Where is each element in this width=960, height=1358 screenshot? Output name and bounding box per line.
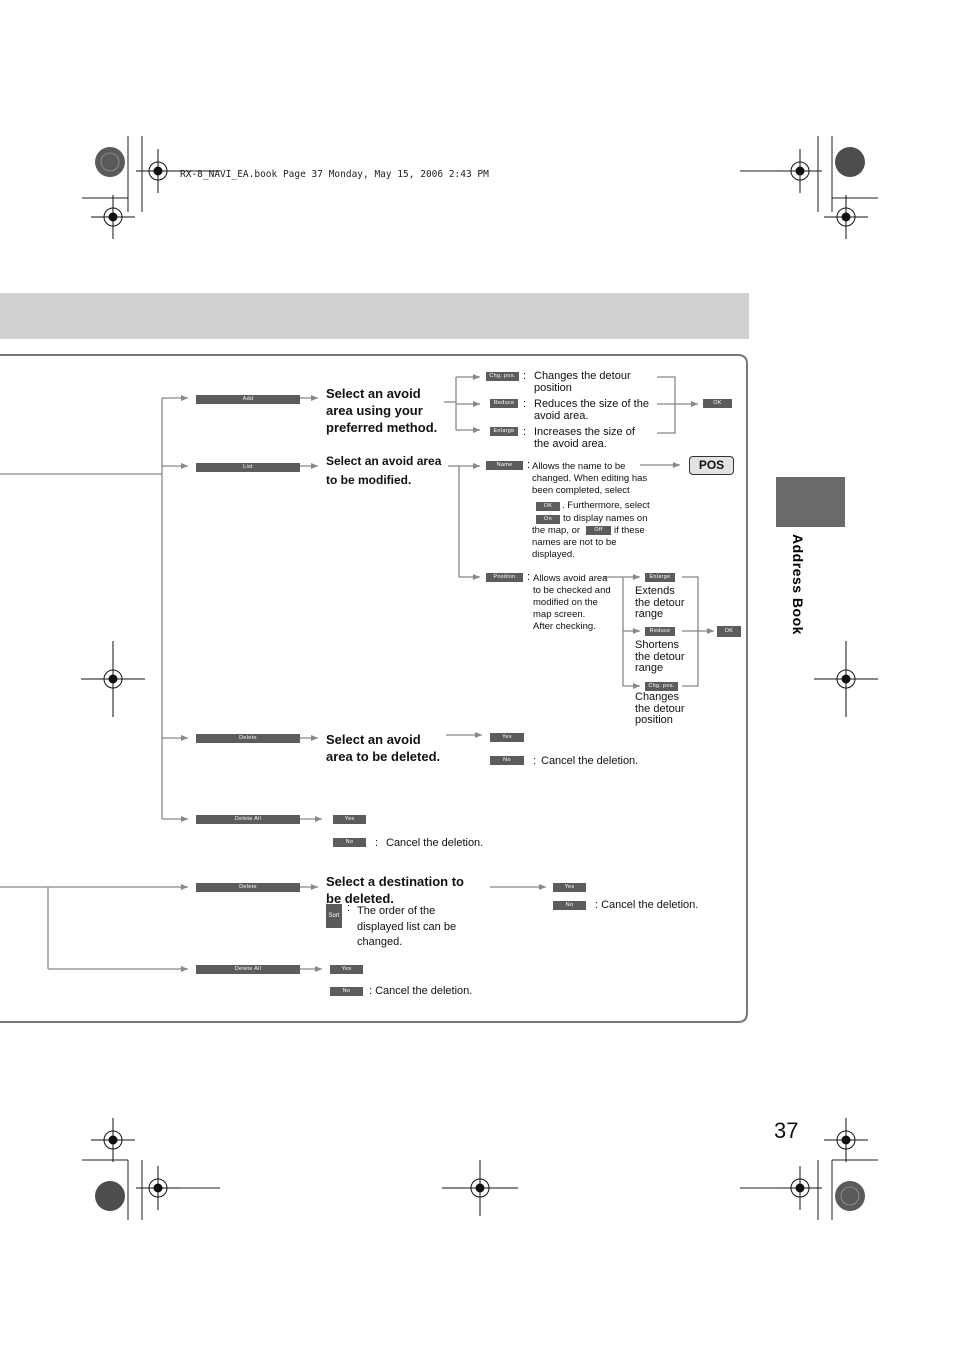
name-description-2: . Furthermore, select bbox=[562, 500, 650, 511]
colon: : bbox=[527, 571, 531, 583]
pos-button[interactable]: POS bbox=[689, 456, 734, 475]
name-description-1: Allows the name to be changed. When edit… bbox=[532, 461, 648, 496]
reduce-sub-description: Shortens the detour range bbox=[635, 639, 685, 674]
enlarge-button[interactable]: Enlarge bbox=[490, 427, 518, 436]
page-number: 37 bbox=[774, 1118, 799, 1143]
colon: : bbox=[533, 755, 537, 767]
colon: : bbox=[523, 426, 527, 438]
name-description-5: if these bbox=[614, 525, 645, 536]
crop-marks bbox=[82, 136, 878, 1220]
yes-button[interactable]: Yes bbox=[330, 965, 363, 974]
sort-description: The order of the displayed list can be c… bbox=[357, 905, 457, 948]
list-heading: Select an avoid area to be modified. bbox=[326, 454, 442, 487]
name-description-3: to display names on bbox=[563, 513, 648, 524]
on-button[interactable]: On bbox=[536, 515, 560, 524]
dest-delete-all-cancel-description: : Cancel the deletion. bbox=[369, 985, 473, 997]
print-header: RX-8_NAVI_EA.book Page 37 Monday, May 15… bbox=[180, 169, 489, 180]
add-button[interactable]: Add bbox=[196, 395, 300, 404]
no-button[interactable]: No bbox=[553, 901, 586, 910]
chg-pos-button[interactable]: Chg. pos. bbox=[645, 682, 678, 691]
registration-crosshairs bbox=[81, 149, 878, 1216]
section-header-band bbox=[0, 293, 749, 339]
colon: : bbox=[375, 837, 379, 849]
colon: : bbox=[523, 370, 527, 382]
dest-delete-cancel-description: : Cancel the deletion. bbox=[595, 899, 699, 911]
name-description-6: names are not to be displayed. bbox=[532, 537, 617, 560]
yes-button[interactable]: Yes bbox=[553, 883, 586, 892]
side-tab-label: Address Book bbox=[790, 534, 806, 635]
ok-button[interactable]: OK bbox=[703, 399, 732, 408]
colon: : bbox=[527, 459, 531, 471]
name-button[interactable]: Name bbox=[486, 461, 523, 470]
off-button[interactable]: Off bbox=[586, 526, 611, 535]
enlarge-button[interactable]: Enlarge bbox=[645, 573, 675, 582]
list-button[interactable]: List bbox=[196, 463, 300, 472]
content-panel bbox=[0, 354, 748, 1023]
position-description: Allows avoid area to be checked and modi… bbox=[533, 573, 611, 632]
chg-pos-button[interactable]: Chg. pos. bbox=[486, 372, 519, 381]
yes-button[interactable]: Yes bbox=[333, 815, 366, 824]
delete-destination-button[interactable]: Delete bbox=[196, 883, 300, 892]
delete-cancel-description: Cancel the deletion. bbox=[541, 755, 639, 767]
dest-delete-heading: Select a destination to be deleted. bbox=[326, 874, 464, 906]
ok-button[interactable]: OK bbox=[717, 626, 741, 637]
delete-all-cancel-description: Cancel the deletion. bbox=[386, 837, 484, 849]
name-description-4: the map, or bbox=[532, 525, 581, 536]
position-button[interactable]: Position bbox=[486, 573, 523, 582]
reduce-button[interactable]: Reduce bbox=[490, 399, 518, 408]
no-button[interactable]: No bbox=[490, 756, 524, 765]
delete-heading: Select an avoid area to be deleted. bbox=[326, 732, 441, 764]
no-button[interactable]: No bbox=[330, 987, 363, 996]
enlarge-description: Increases the size of the avoid area. bbox=[534, 426, 635, 450]
delete-avoid-area-button[interactable]: Delete bbox=[196, 734, 300, 743]
chg-pos-sub-description: Changes the detour position bbox=[635, 691, 685, 726]
reduce-description: Reduces the size of the avoid area. bbox=[534, 398, 649, 422]
no-button[interactable]: No bbox=[333, 838, 366, 847]
add-heading: Select an avoid area using your preferre… bbox=[326, 386, 438, 435]
ok-button[interactable]: OK bbox=[536, 502, 560, 511]
chg-pos-description: Changes the detour position bbox=[534, 370, 631, 394]
delete-all-destinations-button[interactable]: Delete All bbox=[196, 965, 300, 974]
side-tab-marker bbox=[776, 477, 845, 527]
registration-burst-marks bbox=[95, 147, 865, 1211]
enlarge-sub-description: Extends the detour range bbox=[635, 585, 685, 620]
delete-all-avoid-areas-button[interactable]: Delete All bbox=[196, 815, 300, 824]
yes-button[interactable]: Yes bbox=[490, 733, 524, 742]
colon: : bbox=[347, 902, 351, 914]
sort-button[interactable]: Sort bbox=[326, 904, 342, 928]
reduce-button[interactable]: Reduce bbox=[645, 627, 675, 636]
colon: : bbox=[523, 398, 527, 410]
